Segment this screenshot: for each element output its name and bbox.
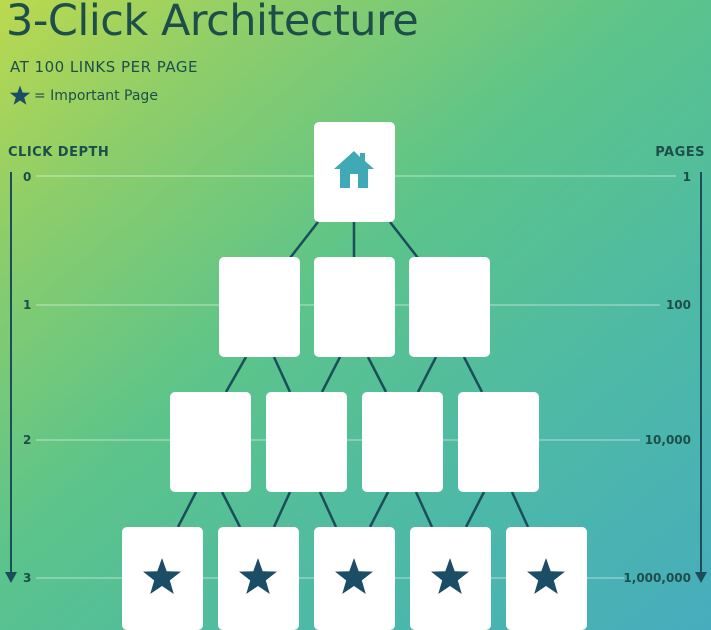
level-2-pages xyxy=(170,392,539,492)
important-page xyxy=(506,527,587,630)
depth-label-2: 2 xyxy=(23,433,32,447)
diagram-subtitle: AT 100 LINKS PER PAGE xyxy=(10,58,198,76)
depth-label-3: 3 xyxy=(23,571,32,585)
diagram-title: 3-Click Architecture xyxy=(6,0,419,46)
star-icon xyxy=(239,558,277,594)
home-icon xyxy=(334,151,374,188)
star-icon xyxy=(527,558,565,594)
level-3-pages xyxy=(122,527,587,630)
important-page xyxy=(122,527,203,630)
pages-label-2: 10,000 xyxy=(644,433,691,447)
pages-label-0: 1 xyxy=(682,170,691,184)
pages-label-3: 1,000,000 xyxy=(623,571,691,585)
depth-label-0: 0 xyxy=(23,170,32,184)
depth-arrow-right xyxy=(695,172,707,583)
page-box xyxy=(409,257,490,357)
page-box xyxy=(458,392,539,492)
depth-label-1: 1 xyxy=(23,298,32,312)
page-box xyxy=(362,392,443,492)
page-box xyxy=(266,392,347,492)
star-icon xyxy=(143,558,181,594)
star-icon xyxy=(431,558,469,594)
page-box xyxy=(219,257,300,357)
click-depth-header: CLICK DEPTH xyxy=(8,145,110,160)
legend: = Important Page xyxy=(8,84,158,108)
depth-arrow-left xyxy=(5,172,17,583)
level-guides xyxy=(36,175,676,579)
pages-header: PAGES xyxy=(655,145,705,160)
important-page xyxy=(218,527,299,630)
star-icon xyxy=(335,558,373,594)
pages-label-1: 100 xyxy=(665,298,691,312)
important-page xyxy=(410,527,491,630)
connectors xyxy=(176,221,530,528)
legend-text: = Important Page xyxy=(34,88,158,104)
root-page xyxy=(314,122,395,222)
star-icon xyxy=(9,85,31,105)
page-box xyxy=(170,392,251,492)
level-1-pages xyxy=(219,257,490,357)
page-box xyxy=(314,257,395,357)
important-page xyxy=(314,527,395,630)
